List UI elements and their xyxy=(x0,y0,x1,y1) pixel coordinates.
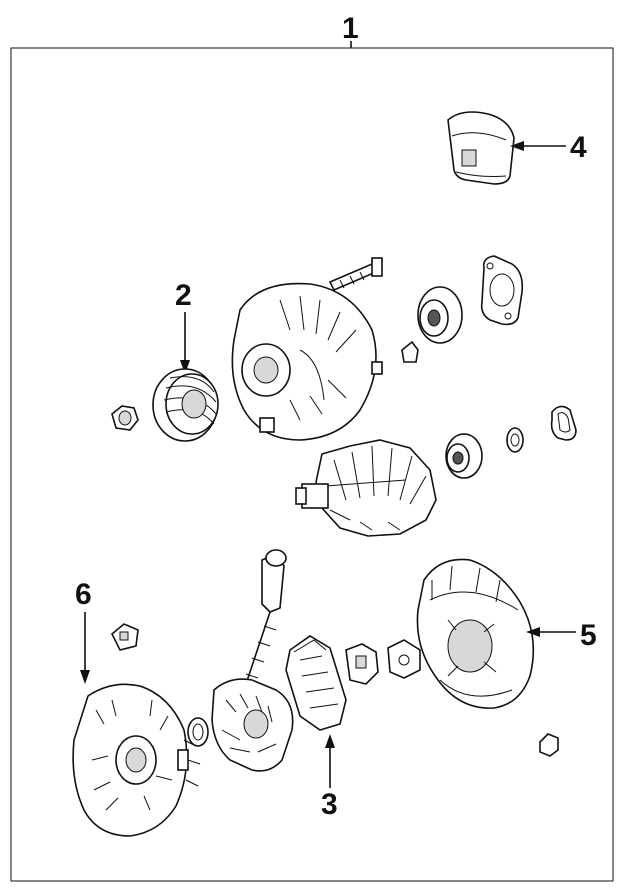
callout-1-label: 1 xyxy=(342,12,359,45)
rotor xyxy=(295,439,437,537)
bearing-lower xyxy=(445,433,483,479)
pulley-nut xyxy=(111,405,139,431)
stud-bolt xyxy=(328,257,383,292)
washer xyxy=(506,427,524,453)
small-terminal xyxy=(111,623,139,651)
callout-1: 1 xyxy=(342,12,359,48)
o-ring xyxy=(187,717,209,747)
callout-5: 5 xyxy=(526,619,597,652)
callout-3-label: 3 xyxy=(321,788,338,821)
callout-2: 2 xyxy=(175,279,192,374)
rectifier xyxy=(211,678,294,772)
small-nut xyxy=(539,733,559,757)
terminal-insulator xyxy=(345,643,379,685)
callout-2-label: 2 xyxy=(175,279,192,312)
clip xyxy=(401,340,419,363)
retainer-plate xyxy=(480,255,524,326)
part-4-cap xyxy=(447,111,515,185)
part-5-rear-cover xyxy=(416,558,535,709)
part-3-regulator xyxy=(285,635,347,731)
terminal-bracket xyxy=(387,639,421,679)
drive-end-frame xyxy=(231,282,383,441)
callout-6: 6 xyxy=(75,578,92,684)
brush-holder-lead xyxy=(243,549,287,691)
part-2-pulley xyxy=(152,368,219,442)
callout-4-label: 4 xyxy=(570,131,587,164)
callout-3: 3 xyxy=(321,734,338,821)
bearing-upper xyxy=(417,286,463,344)
part-6-rear-frame xyxy=(72,683,201,837)
assembly-frame xyxy=(10,47,614,882)
callout-4: 4 xyxy=(510,131,587,164)
callout-5-label: 5 xyxy=(580,619,597,652)
seal-ring xyxy=(550,405,577,441)
callout-6-label: 6 xyxy=(75,578,92,611)
